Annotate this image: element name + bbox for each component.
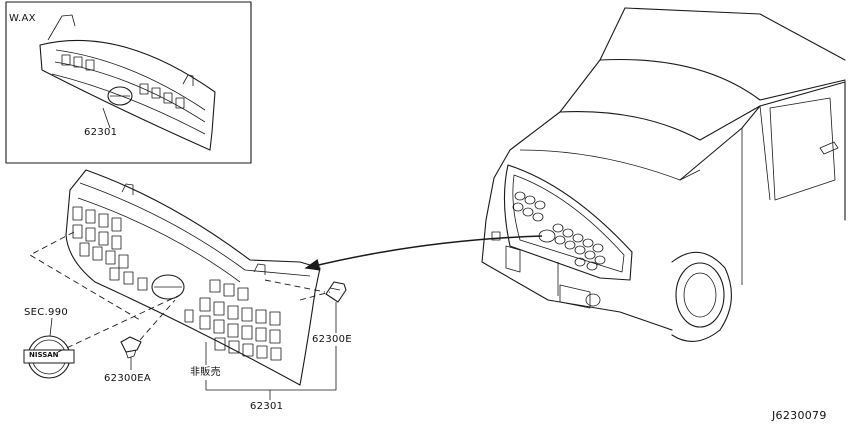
inset-grille-drawing: [39, 14, 216, 151]
pointer-arrow: [304, 235, 543, 271]
diagram-id: J6230079: [772, 409, 827, 422]
leader-lines: [49, 302, 337, 400]
vehicle-drawing: [481, 7, 846, 342]
main-grille-drawing: [65, 169, 321, 386]
clip-left-part-number: 62300EA: [104, 373, 152, 384]
inset-panel: [5, 1, 252, 164]
clip-right-drawing: [325, 281, 347, 303]
clip-left-drawing: [120, 336, 142, 359]
clip-right-part-number: 62300E: [312, 334, 352, 345]
assembly-lines: [29, 231, 331, 353]
emblem-drawing: [23, 335, 75, 379]
grille-part-number: 62301: [250, 401, 284, 412]
inset-part-number: 62301: [84, 127, 118, 138]
sec-reference-label: SEC.990: [24, 307, 69, 318]
not-for-sale-label: 非販売: [190, 367, 221, 378]
inset-variant-label: W.AX: [9, 13, 36, 24]
emblem-text: NISSAN: [29, 351, 59, 359]
